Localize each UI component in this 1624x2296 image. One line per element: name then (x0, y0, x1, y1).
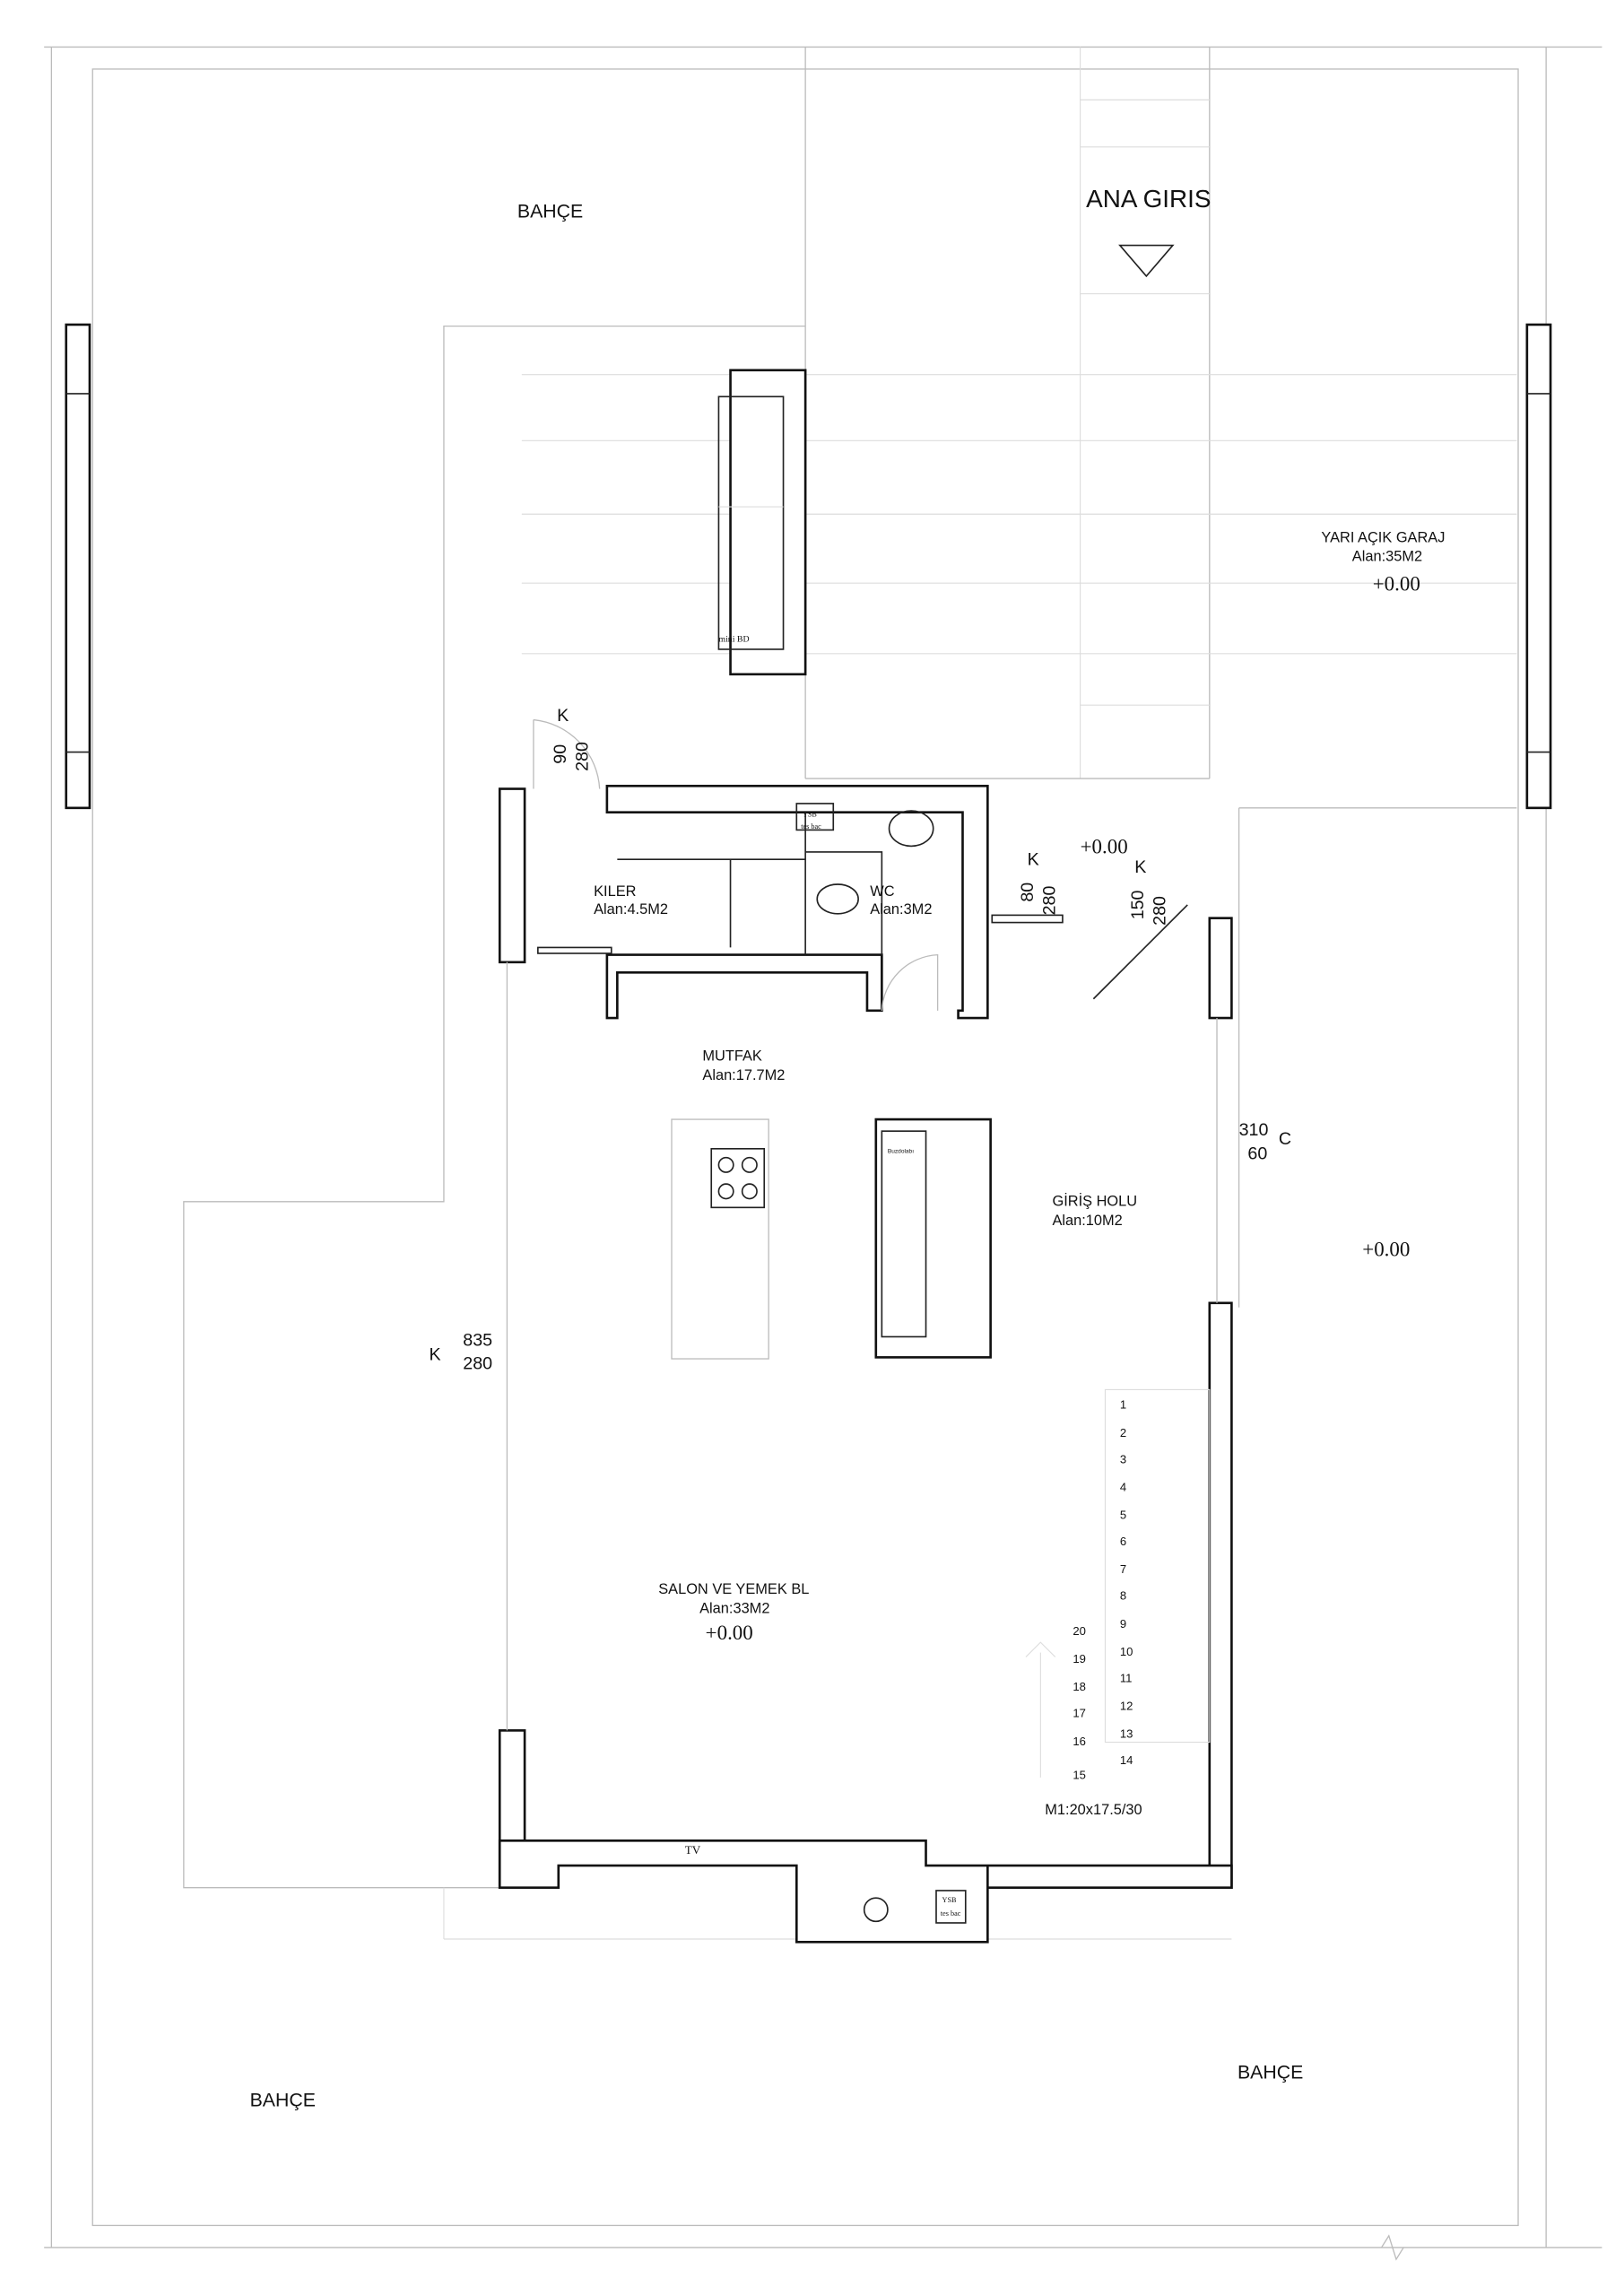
stair-step: 8 (1120, 1589, 1126, 1603)
lot-wall-right (1525, 323, 1552, 810)
door-swing (881, 953, 939, 1011)
opening-height: 280 (463, 1354, 492, 1374)
opening-type: C (1279, 1129, 1291, 1149)
wc-area: Alan:3M2 (870, 901, 932, 918)
mutfak-name: MUTFAK (702, 1048, 762, 1065)
fridge-label: Buzdolabı (888, 1149, 914, 1155)
stair-step: 14 (1120, 1753, 1133, 1767)
sliding-door (1092, 904, 1188, 1000)
ysb-label: YSB (942, 1896, 957, 1904)
kiler-area: Alan:4.5M2 (594, 901, 668, 918)
stair-step: 11 (1120, 1671, 1133, 1684)
stair-spec: M1:20x17.5/30 (1045, 1802, 1142, 1818)
garden-label-bottom-right: BAHÇE (1238, 2062, 1303, 2083)
garage-name: YARI AÇIK GARAJ (1321, 529, 1445, 545)
opening-type: K (557, 706, 569, 726)
stair-step: 4 (1120, 1480, 1126, 1493)
opening-type: K (1134, 857, 1146, 877)
stair-step: 3 (1120, 1452, 1126, 1465)
garage-level: +0.00 (1373, 572, 1420, 595)
opening-width: 80 (1018, 883, 1038, 902)
stair-step: 10 (1120, 1645, 1133, 1658)
mini-bar-counter (717, 369, 807, 676)
opening-width: 835 (463, 1330, 492, 1350)
stair-step: 19 (1073, 1652, 1086, 1665)
salon-level: +0.00 (706, 1622, 753, 1644)
opening-width: 310 (1239, 1120, 1269, 1140)
stair-step: 7 (1120, 1562, 1126, 1576)
garden-label-bottom-left: BAHÇE (250, 2090, 316, 2111)
door-swing (533, 718, 601, 789)
opening-height: 280 (1040, 886, 1060, 916)
wc-name: WC (870, 883, 894, 900)
opening-height: 60 (1247, 1144, 1267, 1163)
giris-holu-area: Alan:10M2 (1052, 1213, 1122, 1229)
opening-type: K (430, 1345, 441, 1365)
stair-step: 17 (1073, 1707, 1086, 1720)
stair-step: 5 (1120, 1509, 1126, 1522)
garden-label-top: BAHÇE (517, 200, 583, 222)
drain-icon (863, 1897, 889, 1923)
mini-bd-label: mini BD (718, 635, 749, 645)
stair-step: 9 (1120, 1617, 1126, 1631)
tes-bac-label: tes bac (941, 1909, 961, 1918)
salon-name: SALON VE YEMEK BL (658, 1581, 809, 1597)
yard-level: +0.00 (1362, 1238, 1410, 1260)
walls (498, 784, 1233, 1944)
stair-step: 12 (1120, 1699, 1133, 1712)
salon-area: Alan:33M2 (699, 1600, 769, 1616)
cooktop-icon (710, 1147, 766, 1209)
opening-height: 280 (1151, 896, 1170, 926)
wc-sink-icon (888, 810, 934, 848)
opening-width: 150 (1128, 890, 1148, 919)
kitchen-counter (874, 1118, 992, 1359)
opening-type: K (1028, 850, 1039, 870)
stair-step: 16 (1073, 1735, 1086, 1748)
stair-step: 20 (1073, 1624, 1086, 1638)
mutfak-area: Alan:17.7M2 (702, 1067, 785, 1083)
staircase (1025, 1388, 1211, 1778)
building-footprint (183, 325, 806, 1889)
stair-step: 18 (1073, 1680, 1086, 1693)
stair-step: 1 (1120, 1398, 1126, 1412)
lot-wall-left (65, 323, 91, 810)
opening-width: 90 (551, 744, 570, 764)
tes-bac-label: tes bac (801, 822, 821, 831)
toilet-icon (816, 883, 859, 915)
tv-label: TV (685, 1843, 701, 1857)
stair-step: 15 (1073, 1768, 1086, 1781)
opening-height: 280 (573, 742, 593, 771)
ysb-label: YSB (803, 811, 817, 819)
garage-area (521, 47, 1517, 1308)
entrance-arrow-icon (1118, 244, 1175, 278)
kiler-name: KILER (594, 883, 637, 900)
kitchen-island (671, 1118, 769, 1360)
main-entrance-label: ANA GIRIS (1086, 185, 1211, 213)
stair-step: 2 (1120, 1426, 1126, 1439)
garage-area: Alan:35M2 (1352, 549, 1422, 565)
stair-step: 6 (1120, 1535, 1126, 1548)
giris-holu-name: GİRİŞ HOLU (1052, 1193, 1137, 1210)
entry-level: +0.00 (1081, 836, 1128, 858)
stair-step: 13 (1120, 1727, 1133, 1741)
